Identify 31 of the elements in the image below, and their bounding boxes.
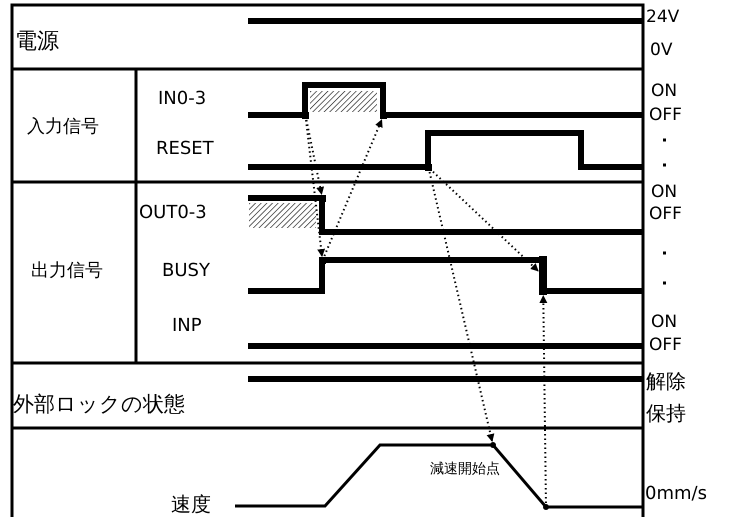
signal-name: BUSY	[162, 262, 210, 280]
dotted-arrow	[305, 120, 326, 257]
curve-point	[543, 504, 549, 510]
level-label: 0mm/s	[645, 485, 707, 503]
point-label: 減速開始点	[430, 462, 500, 476]
signal-name: OUT0-3	[139, 204, 207, 222]
level-label: 24V	[646, 9, 680, 26]
level-label: ON	[651, 83, 678, 100]
row-heading: 電源	[15, 31, 59, 53]
dotted-arrow	[305, 120, 324, 195]
signal-name: INP	[172, 317, 202, 335]
level-label: 保持	[646, 403, 686, 423]
level-label: 0V	[650, 42, 672, 59]
row-heading: 速度	[171, 494, 211, 514]
level-label: 解除	[646, 371, 686, 391]
dotted-arrow	[323, 119, 383, 256]
dotted-arrow	[428, 172, 494, 442]
level-label: OFF	[649, 107, 682, 124]
dotted-arrow	[539, 295, 548, 504]
group-heading: 出力信号	[31, 262, 103, 280]
level-label: ON	[651, 184, 678, 201]
level-label: ON	[651, 314, 678, 331]
level-label: OFF	[649, 206, 682, 223]
dotted-arrow	[432, 171, 539, 272]
signal-step	[539, 256, 547, 295]
curve-point	[490, 442, 496, 448]
signal-name: RESET	[156, 140, 214, 158]
signal-name: IN0-3	[158, 90, 206, 108]
group-heading: 入力信号	[27, 118, 99, 136]
level-label: OFF	[649, 337, 682, 354]
row-heading: 外部ロックの状態	[13, 394, 185, 415]
